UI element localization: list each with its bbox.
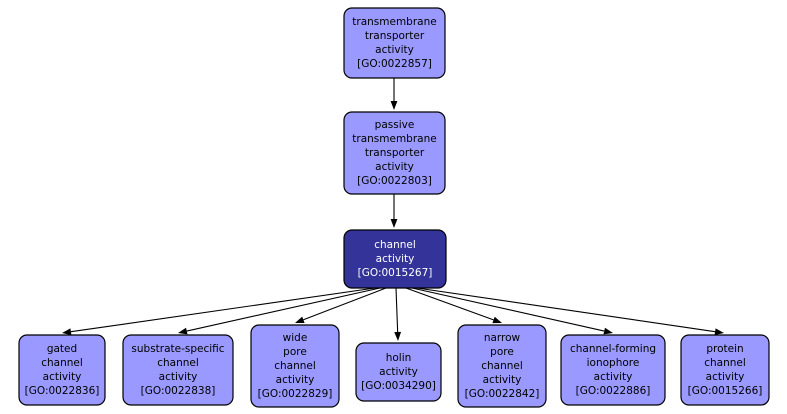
node-box[interactable]	[355, 342, 442, 402]
edge-line	[416, 287, 716, 333]
node-box-highlighted[interactable]	[343, 229, 447, 289]
go-term-node[interactable]: transmembranetransporteractivity[GO:0022…	[343, 7, 446, 79]
graph-edge	[405, 287, 502, 324]
node-box[interactable]	[122, 334, 234, 406]
edge-arrowhead	[390, 219, 398, 228]
graph-edge	[416, 287, 724, 336]
go-term-node[interactable]: channel-formingionophoreactivity[GO:0022…	[560, 334, 666, 406]
go-term-node[interactable]: passivetransmembranetransporteractivity[…	[343, 111, 446, 195]
node-box[interactable]	[18, 334, 106, 406]
edge-line	[70, 287, 376, 333]
edge-arrowhead	[714, 328, 724, 336]
node-box[interactable]	[343, 7, 446, 79]
edge-arrowhead	[178, 327, 188, 335]
go-term-node[interactable]: substrate-specificchannelactivity[GO:002…	[122, 334, 234, 406]
graph-edge	[411, 287, 613, 335]
edges-layer	[62, 78, 724, 341]
edge-line	[303, 287, 387, 321]
edge-line	[405, 287, 494, 321]
node-box[interactable]	[457, 324, 547, 408]
edge-arrowhead	[394, 331, 402, 341]
edge-line	[395, 287, 399, 333]
graph-edge	[390, 78, 398, 110]
graph-edge	[394, 287, 402, 341]
edge-arrowhead	[603, 327, 613, 335]
graph-edge	[62, 287, 376, 336]
node-box[interactable]	[560, 334, 666, 406]
edge-line	[411, 287, 605, 332]
node-box[interactable]	[250, 324, 340, 408]
edge-line	[186, 287, 381, 332]
edge-arrowhead	[390, 101, 398, 110]
node-box[interactable]	[343, 111, 446, 195]
graph-edge	[390, 194, 398, 228]
graph-edge	[295, 287, 387, 323]
edge-arrowhead	[492, 316, 502, 324]
edge-arrowhead	[62, 328, 72, 336]
node-box[interactable]	[680, 334, 770, 406]
graph-edge	[178, 287, 381, 335]
edge-arrowhead	[295, 316, 305, 323]
